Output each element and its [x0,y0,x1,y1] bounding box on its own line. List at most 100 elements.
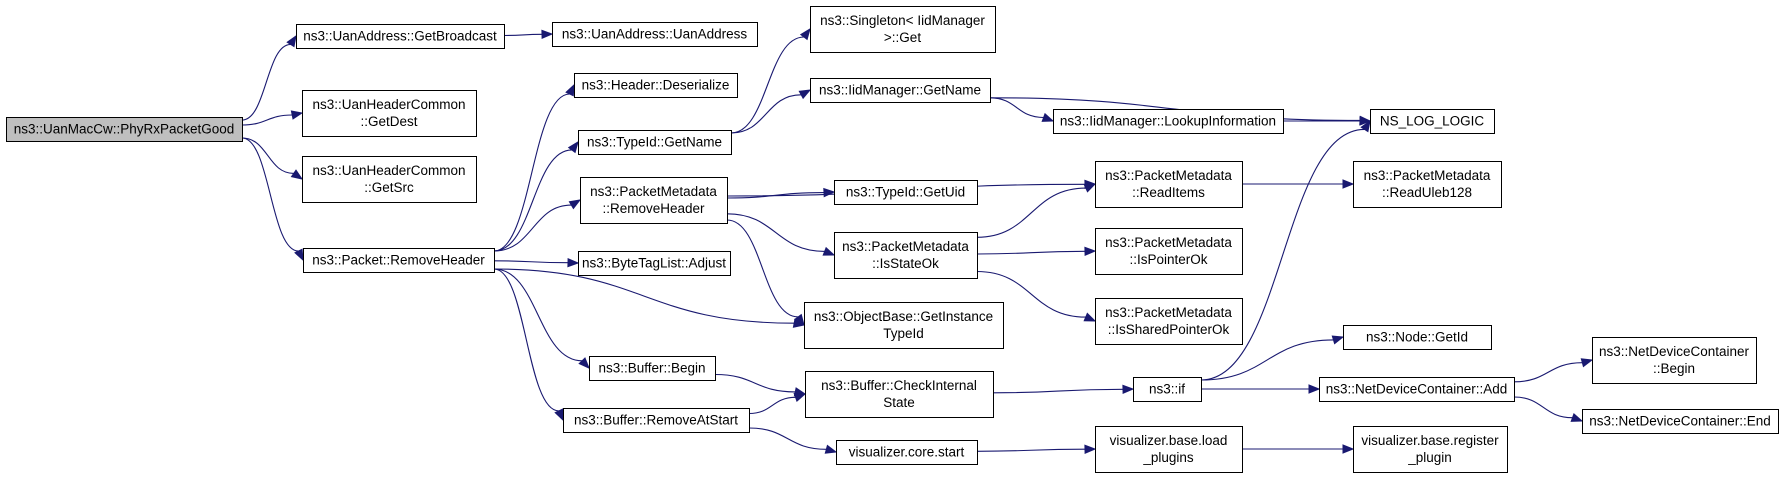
node-ndc_begin[interactable]: ns3::NetDeviceContainer::Begin [1592,337,1757,384]
node-getdest[interactable]: ns3::UanHeaderCommon::GetDest [302,90,477,137]
edge-line [748,396,796,415]
node-label: ::RemoveHeader [602,201,705,216]
arrow-head-icon [541,29,554,40]
node-buffer_begin[interactable]: ns3::Buffer::Begin [589,356,716,381]
node-label: ::Begin [1653,361,1695,376]
node-pkt_removeheader[interactable]: ns3::Packet::RemoveHeader [303,248,495,273]
node-label: visualizer.base.load [1110,433,1228,448]
node-pm_readuleb128[interactable]: ns3::PacketMetadata::ReadUleb128 [1353,161,1502,208]
node-pm_isstateok[interactable]: ns3::PacketMetadata::IsStateOk [834,232,978,279]
node-box [834,232,978,279]
edge-pm_removeheader-to-pm_isstateok [726,213,836,256]
node-box [804,302,1004,349]
arrow-head-icon [798,89,812,100]
node-pm_readitems[interactable]: ns3::PacketMetadata::ReadItems [1095,161,1243,208]
node-label: ns3::Header::Deserialize [582,78,730,93]
nodes-layer: ns3::UanMacCw::PhyRxPacketGood ns3::UanAd… [6,6,1779,473]
edge-line [748,427,827,450]
node-label: visualizer.base.register [1361,433,1499,448]
node-box [836,440,978,465]
node-label: ns3::PacketMetadata [1105,305,1232,320]
node-box [296,24,505,49]
node-iid_lookupinformation[interactable]: ns3::IidManager::LookupInformation [1053,109,1284,134]
edge-phyrx-to-pkt_removeheader [241,137,304,262]
node-box [303,248,495,273]
node-box [578,130,732,155]
arrow-head-icon [1041,112,1055,122]
node-pm_ispointerok[interactable]: ns3::PacketMetadata::IsPointerOk [1095,228,1243,275]
arrow-head-icon [1570,413,1584,422]
edge-line [976,187,1086,238]
arrow-head-icon [1122,384,1135,395]
node-iid_getname[interactable]: ns3::IidManager::GetName [810,78,991,103]
node-box [578,251,731,276]
node-typeid_getuid[interactable]: ns3::TypeId::GetUid [834,180,978,205]
node-getbroadcast[interactable]: ns3::UanAddress::GetBroadcast [296,24,505,49]
node-phyrx[interactable]: ns3::UanMacCw::PhyRxPacketGood [6,117,243,142]
node-label: ns3::UanHeaderCommon [312,163,465,178]
node-label: ns3::NetDeviceContainer [1599,344,1750,359]
node-box [1095,298,1243,345]
node-box [1053,109,1284,134]
edge-line [714,373,796,393]
edge-line [503,33,543,37]
node-header_deserialize[interactable]: ns3::Header::Deserialize [574,73,738,98]
arrow-head-icon [1308,384,1321,394]
edge-line [726,219,799,318]
node-label: _plugin [1407,450,1452,465]
node-label: ns3::Singleton< IidManager [820,13,985,28]
edge-line [493,204,572,252]
node-typeid_getname[interactable]: ns3::TypeId::GetName [578,130,732,155]
node-label: ns3::UanAddress::UanAddress [562,27,748,42]
node-label: ::GetDest [360,114,417,129]
node-ns3_if[interactable]: ns3::if [1133,377,1202,402]
node-box [302,90,477,137]
edge-line [976,270,1086,318]
edge-pkt_removeheader-to-pm_removeheader [493,199,582,252]
node-pm_removeheader[interactable]: ns3::PacketMetadata::RemoveHeader [580,177,728,224]
node-node_getid[interactable]: ns3::Node::GetId [1343,325,1492,350]
arrow-head-icon [1580,358,1594,368]
node-buffer_removeatstart[interactable]: ns3::Buffer::RemoveAtStart [563,408,750,433]
edge-line [989,97,1044,119]
arrow-head-icon [294,248,304,262]
edge-line [976,250,1086,255]
node-ndc_add[interactable]: ns3::NetDeviceContainer::Add [1319,377,1515,402]
node-box [580,177,728,224]
node-label: ns3::IidManager::LookupInformation [1060,114,1276,129]
node-label: ns3::UanMacCw::PhyRxPacketGood [14,122,235,137]
arrow-head-icon [290,169,304,180]
edge-phyrx-to-getbroadcast [241,34,297,121]
node-label: ::IsPointerOk [1129,252,1207,267]
arrow-head-icon [1084,246,1097,257]
node-bytetaglist_adjust[interactable]: ns3::ByteTagList::Adjust [578,251,731,276]
node-getsrc[interactable]: ns3::UanHeaderCommon::GetSrc [302,156,477,203]
node-label: ns3::TypeId::GetUid [846,185,965,200]
node-label: ns3::PacketMetadata [1105,168,1232,183]
edge-phyrx-to-getsrc [241,137,304,180]
node-ndc_end[interactable]: ns3::NetDeviceContainer::End [1582,409,1779,434]
arrow-head-icon [286,34,297,48]
arrow-head-icon [567,140,579,154]
node-ns_log_logic[interactable]: NS_LOG_LOGIC [1370,109,1495,134]
node-singleton_get[interactable]: ns3::Singleton< IidManager>::Get [810,6,996,53]
node-uanaddress[interactable]: ns3::UanAddress::UanAddress [552,22,758,47]
arrow-head-icon [799,27,811,41]
node-vis_core_start[interactable]: visualizer.core.start [836,440,978,465]
edge-getbroadcast-to-uanaddress [503,29,554,40]
node-box [810,6,996,53]
node-box [1592,337,1757,384]
node-vis_base_register_plugin[interactable]: visualizer.base.register _plugin [1353,426,1508,473]
node-box [1319,377,1515,402]
edge-pkt_removeheader-to-objectbase_getinstancetypeid [493,268,806,328]
node-label: NS_LOG_LOGIC [1380,114,1485,129]
node-label: ::GetSrc [364,180,414,195]
node-pm_issharedpointerok[interactable]: ns3::PacketMetadata::IsSharedPointerOk [1095,298,1243,345]
arrow-head-icon [1331,335,1345,345]
arrow-head-icon [1083,312,1097,322]
arrow-head-icon [554,408,564,422]
node-vis_base_load_plugins[interactable]: visualizer.base.load_plugins [1095,426,1243,473]
node-box [1095,228,1243,275]
